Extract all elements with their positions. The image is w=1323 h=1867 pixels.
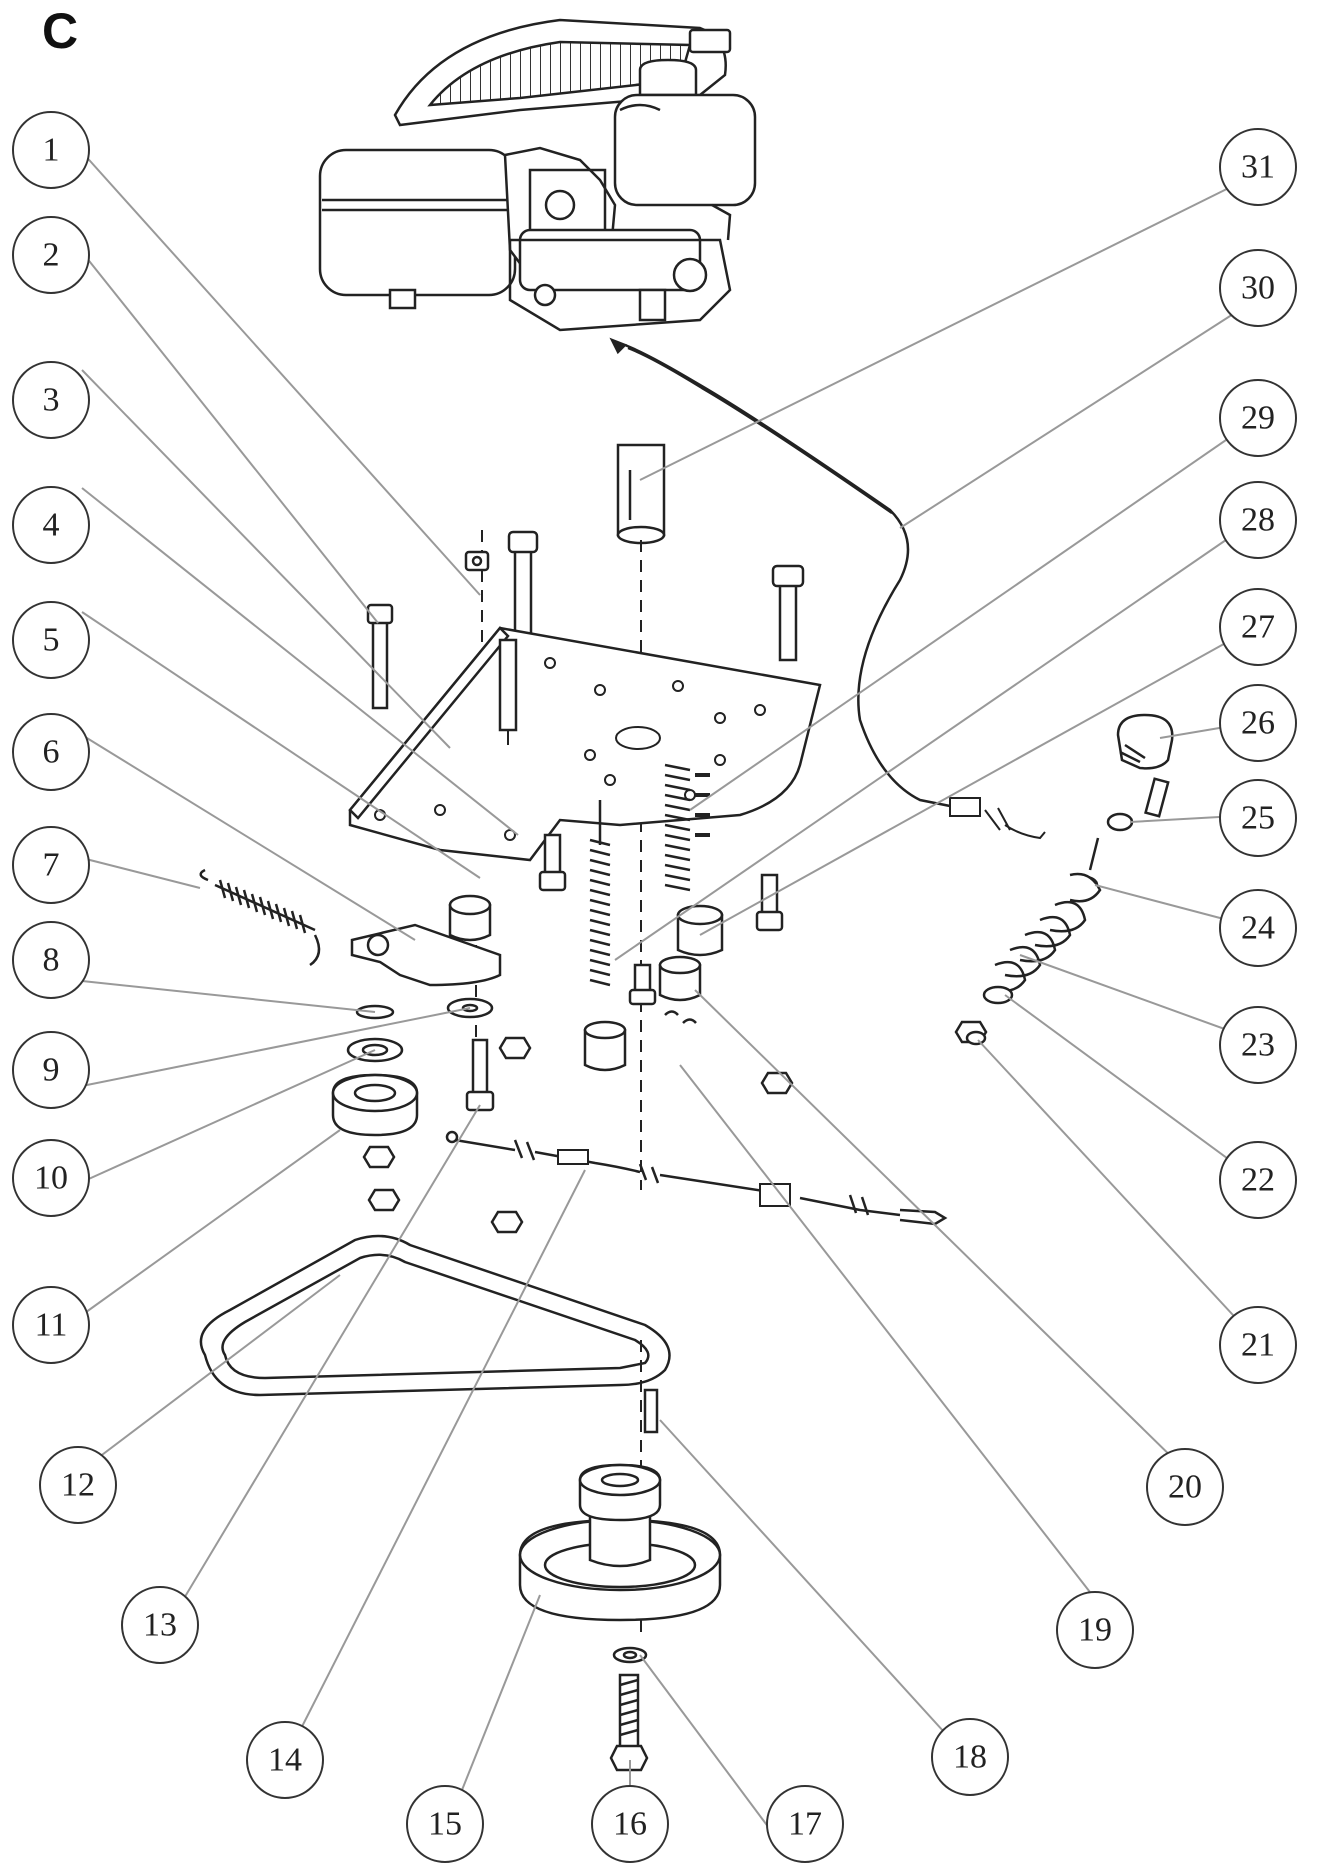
- callout-label: 6: [43, 734, 60, 771]
- callout-label: 16: [613, 1806, 647, 1843]
- callout-label: 25: [1241, 800, 1275, 837]
- callout-label: 1: [43, 132, 60, 169]
- callout-label: 26: [1241, 705, 1275, 742]
- plate-springs: [589, 763, 710, 987]
- callout-label: 13: [143, 1607, 177, 1644]
- callout-labels: 1 2 3 4 5 6 7 8 9 10 11 12 13 14 15 16 1…: [34, 132, 1275, 1843]
- callout-label: 14: [268, 1742, 302, 1779]
- callout-label: 12: [61, 1467, 95, 1504]
- callout-label: 11: [35, 1307, 68, 1344]
- crankshaft: [616, 443, 666, 545]
- mounting-plate: [348, 626, 822, 862]
- callout-label: 20: [1168, 1469, 1202, 1506]
- callout-label: 5: [43, 622, 60, 659]
- tension-spring: [199, 868, 321, 967]
- callout-label: 22: [1241, 1162, 1275, 1199]
- callout-label: 7: [43, 847, 60, 884]
- callout-label: 28: [1241, 502, 1275, 539]
- callout-bubbles: [12, 111, 1297, 1863]
- figure-label: C: [42, 3, 79, 59]
- callout-label: 31: [1241, 149, 1275, 186]
- engine: [318, 18, 757, 332]
- top-bolts: [366, 530, 805, 710]
- callout-label: 19: [1078, 1612, 1112, 1649]
- v-belt: [199, 1234, 671, 1397]
- callout-label: 21: [1241, 1327, 1275, 1364]
- callout-label: 17: [788, 1806, 822, 1843]
- callout-label: 15: [428, 1806, 462, 1843]
- leader-lines: [81, 151, 1259, 1846]
- bolts-spacers: [362, 833, 988, 1234]
- callout-label: 9: [43, 1052, 60, 1089]
- callout-label: 29: [1241, 400, 1275, 437]
- idler-pulley-assembly: [331, 894, 502, 1137]
- callout-label: 24: [1241, 910, 1275, 947]
- brake-cable: [445, 1130, 948, 1226]
- shaft-key: [643, 1388, 659, 1434]
- drive-pulley: [518, 1463, 722, 1622]
- callout-label: 10: [34, 1160, 68, 1197]
- callout-label: 27: [1241, 609, 1275, 646]
- callout-label: 30: [1241, 270, 1275, 307]
- callout-label: 18: [953, 1739, 987, 1776]
- callout-label: 3: [43, 382, 60, 419]
- callout-label: 8: [43, 942, 60, 979]
- bottom-bolt-washer: [609, 1646, 649, 1772]
- callout-label: 4: [43, 507, 60, 544]
- bail-handle-parts: [965, 713, 1174, 1046]
- throttle-cable: [609, 337, 1046, 840]
- callout-label: 2: [43, 237, 60, 274]
- callout-label: 23: [1241, 1027, 1275, 1064]
